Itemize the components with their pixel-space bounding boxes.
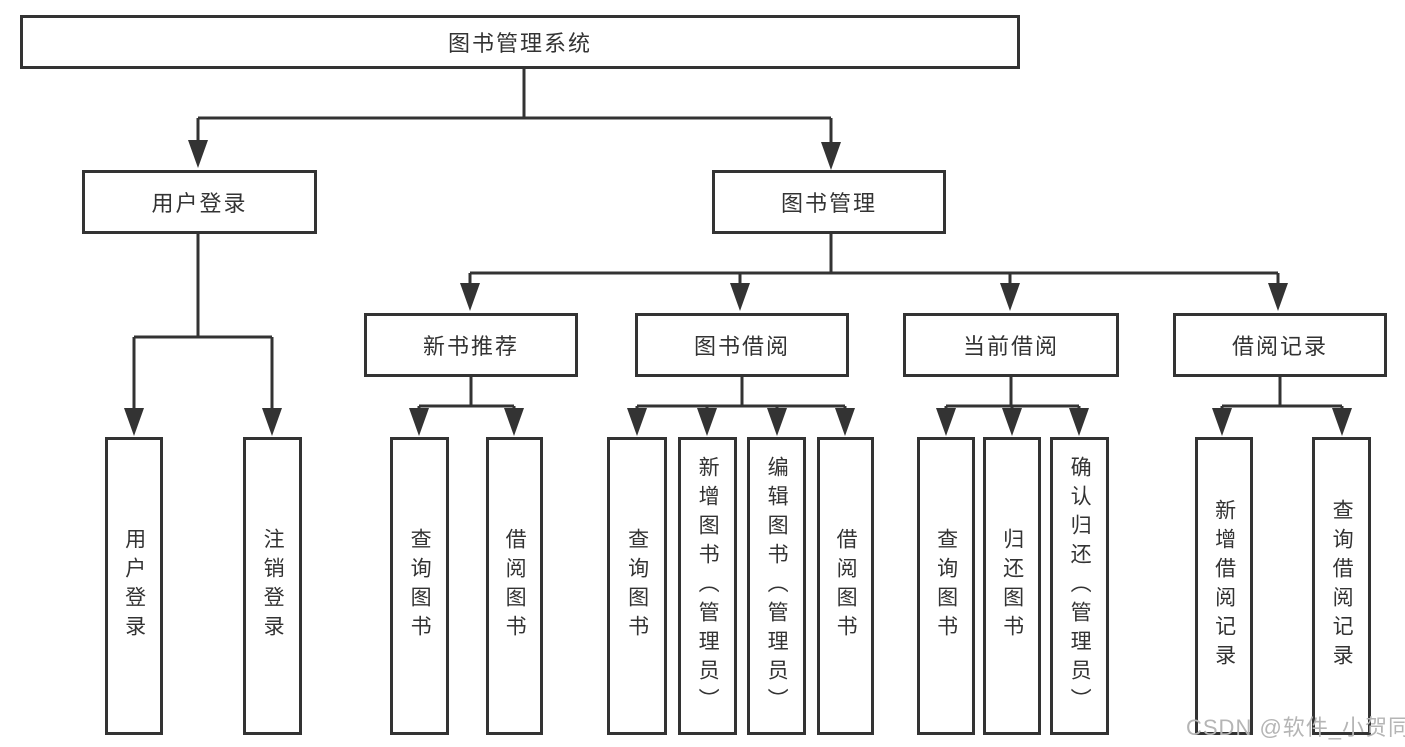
leaf-edit-books-admin: 编辑图书（管理员） bbox=[747, 437, 806, 735]
leaf-borrowing-query-books-label: 查询图书 bbox=[625, 528, 649, 644]
leaf-borrowing-borrow-books: 借阅图书 bbox=[817, 437, 874, 735]
leaf-query-borrow-record-label: 查询借阅记录 bbox=[1330, 499, 1354, 673]
node-user-login-label: 用户登录 bbox=[151, 191, 248, 216]
leaf-confirm-return-admin-label: 确认归还（管理员） bbox=[1068, 455, 1092, 717]
node-book-management-label: 图书管理 bbox=[780, 191, 877, 216]
node-borrow-records: 借阅记录 bbox=[1173, 313, 1387, 377]
leaf-user-login: 用户登录 bbox=[105, 437, 163, 735]
csdn-watermark: CSDN @软件_小贺同学 bbox=[1186, 715, 1405, 740]
leaf-current-query-books: 查询图书 bbox=[917, 437, 975, 735]
node-book-borrowing: 图书借阅 bbox=[635, 313, 849, 377]
leaf-return-books-label: 归还图书 bbox=[1000, 528, 1024, 644]
leaf-recommend-borrow-books-label: 借阅图书 bbox=[503, 528, 527, 644]
leaf-query-borrow-record: 查询借阅记录 bbox=[1312, 437, 1371, 735]
leaf-recommend-query-books: 查询图书 bbox=[390, 437, 449, 735]
node-new-book-recommend-label: 新书推荐 bbox=[422, 334, 519, 359]
leaf-current-query-books-label: 查询图书 bbox=[934, 528, 958, 644]
leaf-edit-books-admin-label: 编辑图书（管理员） bbox=[765, 455, 789, 717]
node-library-system: 图书管理系统 bbox=[20, 15, 1020, 69]
node-current-borrowing: 当前借阅 bbox=[903, 313, 1119, 377]
leaf-return-books: 归还图书 bbox=[983, 437, 1041, 735]
leaf-add-books-admin: 新增图书（管理员） bbox=[678, 437, 737, 735]
node-new-book-recommend: 新书推荐 bbox=[364, 313, 578, 377]
leaf-user-login-label: 用户登录 bbox=[122, 528, 146, 644]
leaf-logout-label: 注销登录 bbox=[261, 528, 285, 644]
leaf-borrowing-borrow-books-label: 借阅图书 bbox=[834, 528, 858, 644]
leaf-add-books-admin-label: 新增图书（管理员） bbox=[696, 455, 720, 717]
leaf-borrowing-query-books: 查询图书 bbox=[607, 437, 667, 735]
node-user-login: 用户登录 bbox=[82, 170, 317, 234]
node-borrow-records-label: 借阅记录 bbox=[1231, 334, 1328, 359]
node-book-borrowing-label: 图书借阅 bbox=[693, 334, 790, 359]
node-current-borrowing-label: 当前借阅 bbox=[962, 334, 1059, 359]
node-library-system-label: 图书管理系统 bbox=[447, 31, 592, 56]
leaf-logout: 注销登录 bbox=[243, 437, 302, 735]
leaf-add-borrow-record: 新增借阅记录 bbox=[1195, 437, 1253, 735]
leaf-confirm-return-admin: 确认归还（管理员） bbox=[1050, 437, 1109, 735]
leaf-recommend-query-books-label: 查询图书 bbox=[408, 528, 432, 644]
node-book-management: 图书管理 bbox=[712, 170, 946, 234]
leaf-recommend-borrow-books: 借阅图书 bbox=[486, 437, 543, 735]
leaf-add-borrow-record-label: 新增借阅记录 bbox=[1212, 499, 1236, 673]
arrow-head-icons bbox=[124, 140, 1352, 436]
